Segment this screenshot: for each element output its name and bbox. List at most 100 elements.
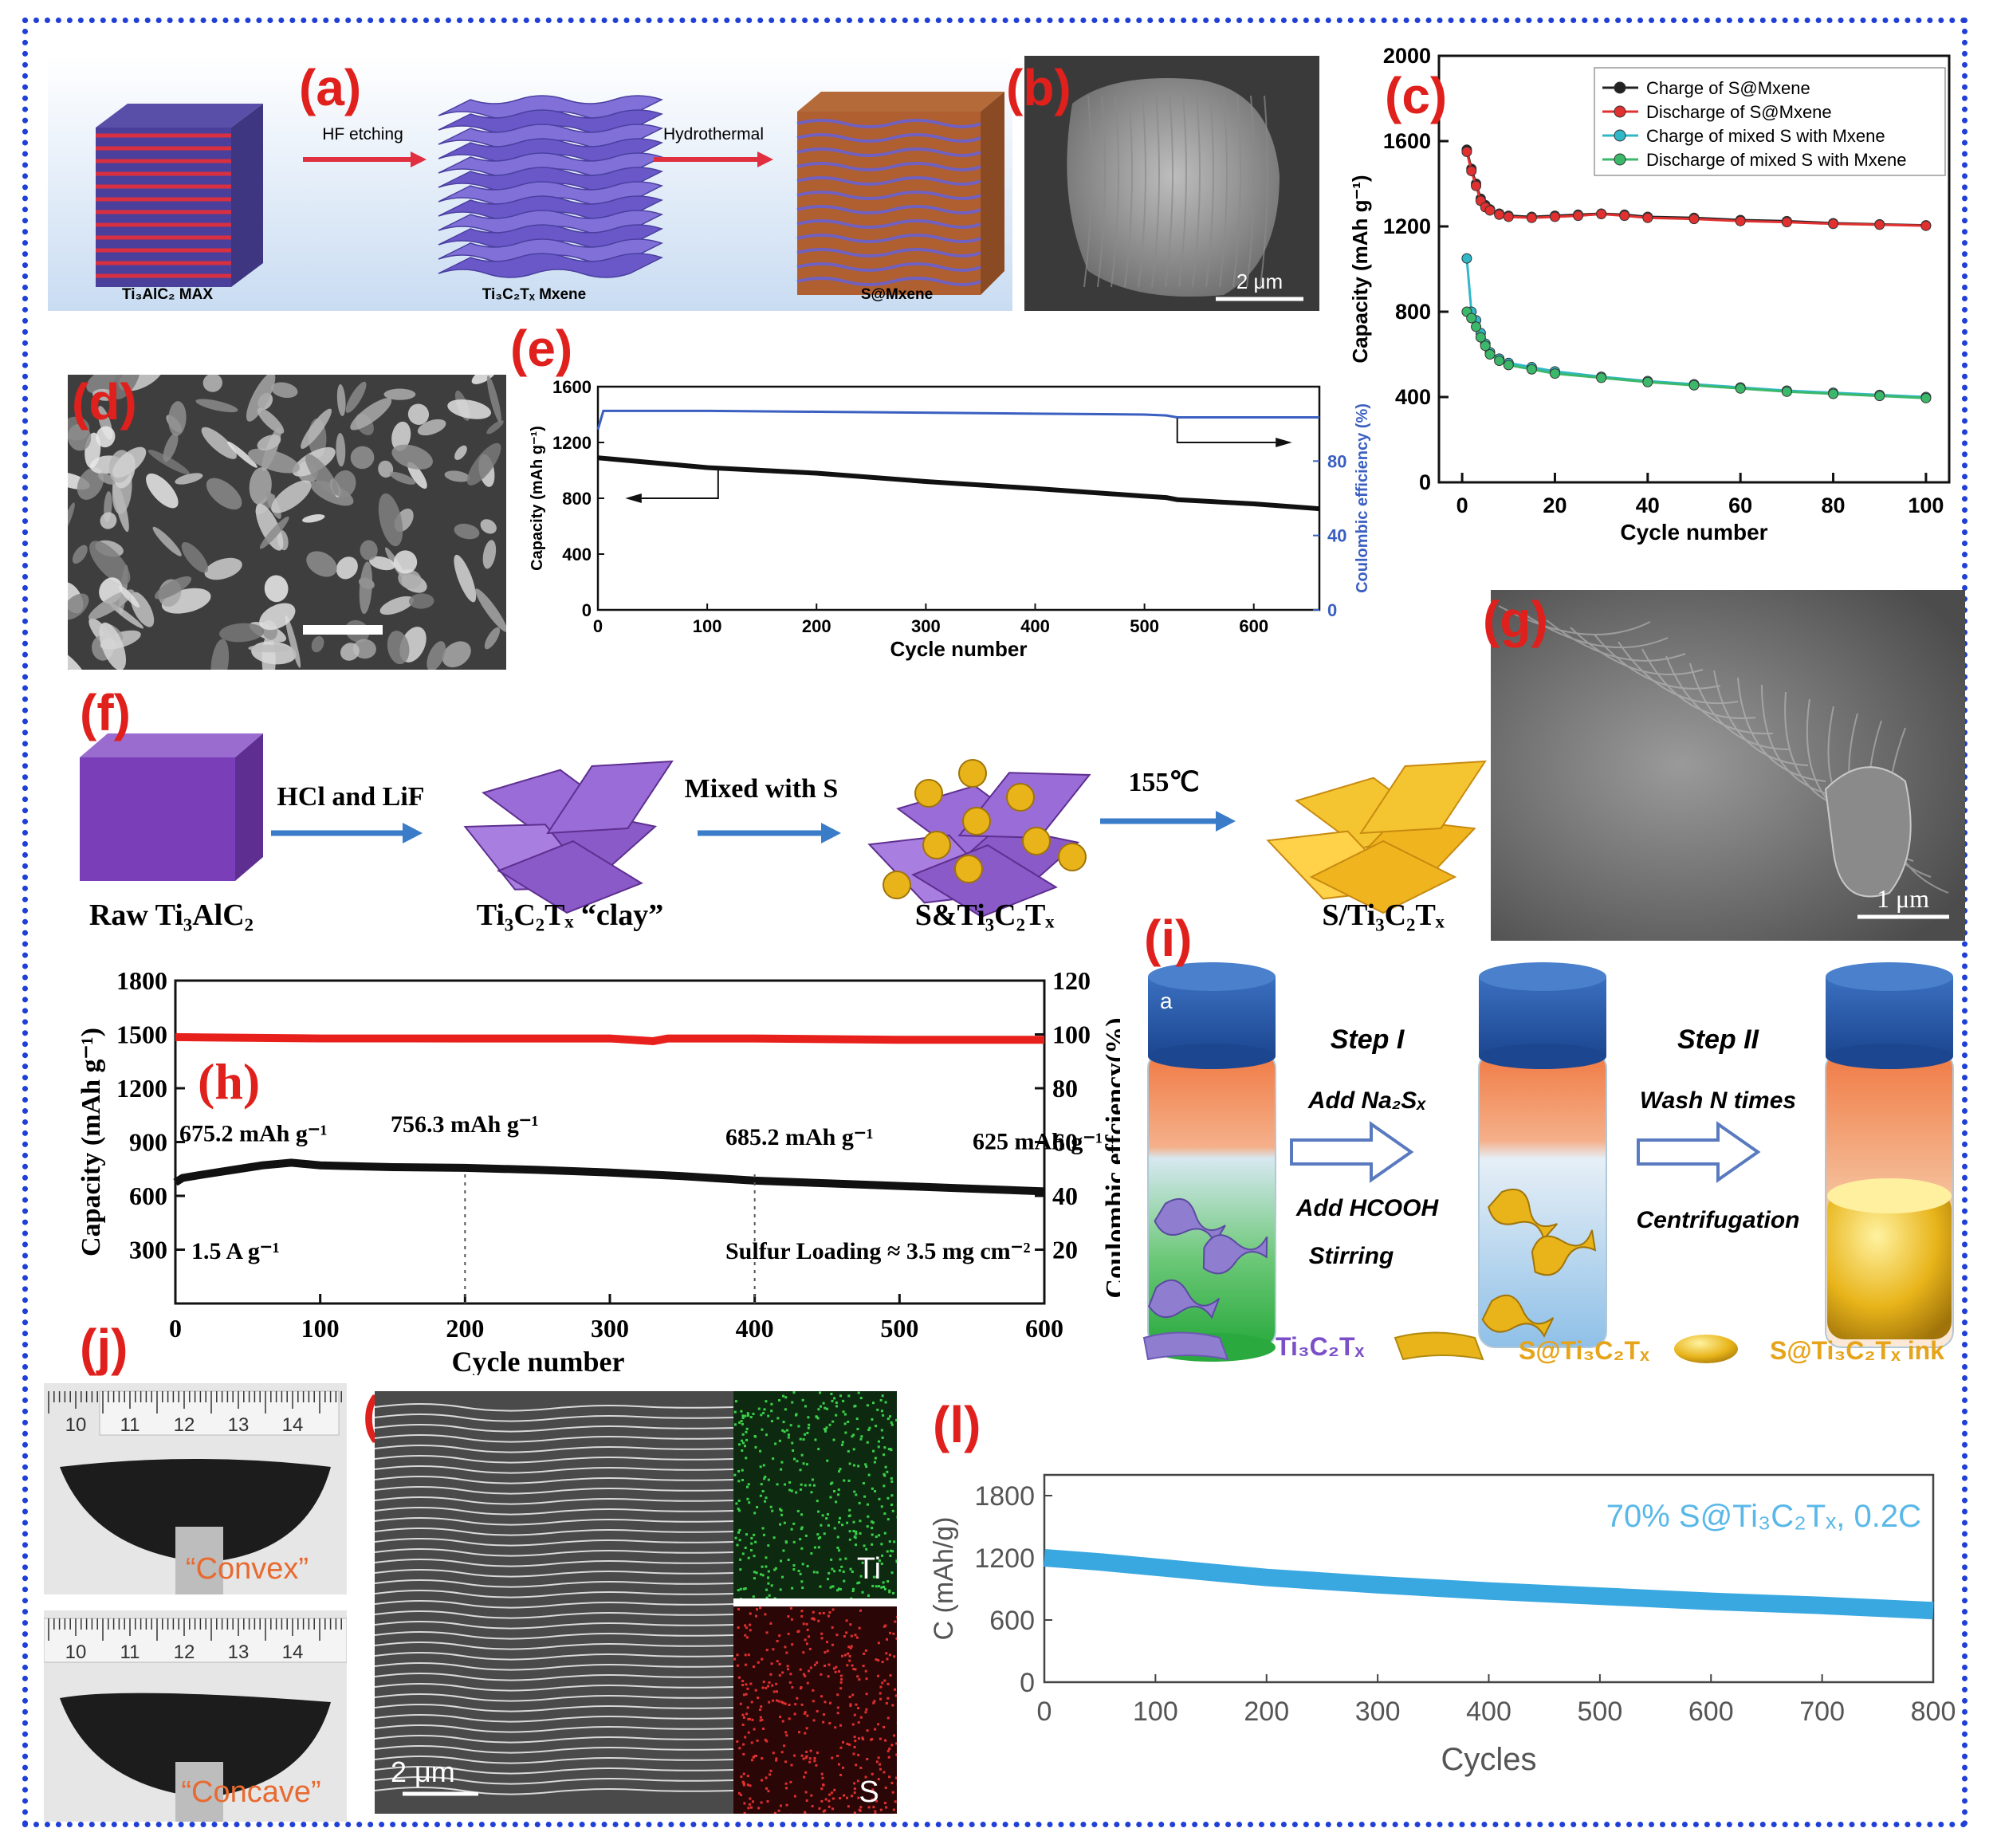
- sulfur-particle: [962, 807, 991, 836]
- eds-s-dot: [749, 1623, 752, 1626]
- eds-s-dot: [759, 1716, 762, 1719]
- eds-ti-dot: [778, 1398, 781, 1402]
- eds-s-dot: [822, 1783, 825, 1787]
- y-axis-label-c: Capacity (mAh g⁻¹): [1348, 175, 1372, 363]
- eds-ti-dot: [737, 1480, 741, 1483]
- legend-text-1: Ti₃C₂Tₓ: [1276, 1332, 1365, 1361]
- eds-s-dot: [831, 1608, 835, 1611]
- eds-s-dot: [883, 1679, 886, 1682]
- eds-s-dot: [744, 1663, 747, 1666]
- data-point-c: [1920, 220, 1932, 231]
- eds-ti-dot: [838, 1569, 841, 1572]
- eds-ti-map: Ti: [733, 1391, 897, 1598]
- sem-b-stripe: [1124, 95, 1133, 288]
- eds-ti-dot: [817, 1448, 820, 1451]
- eds-ti-dot: [886, 1470, 889, 1473]
- eds-s-dot: [769, 1769, 772, 1772]
- eds-ti-dot: [799, 1572, 802, 1575]
- eds-s-dot: [772, 1699, 775, 1702]
- scheme-i-drawing: a Step I Add Na₂Sₓ Add HCOOH: [1142, 962, 1954, 1365]
- eds-ti-dot: [817, 1510, 820, 1513]
- eds-s-dot: [772, 1690, 776, 1693]
- eds-ti-dot: [875, 1535, 878, 1539]
- legend-text-2: S@Ti₃C₂Tₓ: [1519, 1336, 1649, 1365]
- eds-s-dot: [772, 1648, 775, 1651]
- eds-s-dot: [895, 1776, 897, 1779]
- eds-s-dot: [773, 1811, 776, 1814]
- vial2-flake: [1481, 1294, 1555, 1338]
- eds-ti-dot: [895, 1559, 897, 1563]
- eds-s-dot: [867, 1806, 871, 1809]
- data-point-c: [1466, 313, 1477, 324]
- panel-a-drawing: HF etching Hydrothermal Ti₃AlC₂ MAX Ti₃C…: [96, 92, 1004, 303]
- eds-s-dot: [736, 1740, 739, 1743]
- sem-d-flake: [219, 623, 265, 643]
- eds-s-dot: [843, 1653, 847, 1657]
- y-axis-label-l: C (mAh/g): [929, 1517, 959, 1641]
- eds-s-dot: [785, 1787, 788, 1790]
- eds-ti-dot: [881, 1394, 884, 1398]
- eds-ti-dot: [787, 1433, 790, 1437]
- eds-s-dot: [839, 1687, 843, 1690]
- eds-ti-dot: [883, 1453, 886, 1457]
- series-line-l: [1044, 1549, 1934, 1620]
- eds-ti-dot: [861, 1561, 864, 1564]
- panel-f-scheme: HCl and LiF Mixed with S 155℃ Raw Ti₃AlC…: [68, 686, 1503, 957]
- eds-ti-dot: [801, 1563, 804, 1566]
- eds-s-dot: [831, 1626, 834, 1629]
- sem-d-flake: [68, 648, 85, 670]
- eds-s-dot: [796, 1630, 800, 1634]
- eds-ti-dot: [830, 1393, 833, 1396]
- sem-b-stripe: [1151, 95, 1160, 288]
- label-s-and: S&Ti₃C₂Tₓ: [915, 898, 1055, 932]
- arrow-f-3: [1100, 811, 1236, 832]
- eds-s-dot: [788, 1703, 791, 1706]
- sem-k-layer: [375, 1559, 733, 1567]
- eds-ti-dot: [774, 1442, 777, 1445]
- eds-ti-dot: [746, 1412, 749, 1415]
- eds-s-dot: [848, 1695, 851, 1698]
- label-d: (d): [72, 373, 137, 431]
- eds-s-dot: [765, 1686, 768, 1689]
- eds-s-dot: [749, 1797, 752, 1800]
- eds-ti-dot: [808, 1423, 811, 1426]
- vial2-flake: [1531, 1229, 1597, 1276]
- eds-ti-dot: [857, 1391, 860, 1394]
- eds-ti-dot: [753, 1571, 756, 1574]
- eds-s-dot: [799, 1687, 802, 1690]
- label-i: (i): [1144, 910, 1193, 967]
- eds-ti-dot: [847, 1515, 851, 1518]
- s-mxene-block: [796, 92, 1004, 295]
- series-line-e: [596, 409, 1319, 431]
- y-tick-label-h: 1200: [116, 1074, 167, 1103]
- eds-s-dot: [849, 1646, 852, 1649]
- eds-ti-dot: [784, 1396, 788, 1399]
- eds-ti-dot: [831, 1567, 834, 1571]
- eds-s-dot: [847, 1646, 851, 1649]
- eds-s-dot: [783, 1744, 786, 1748]
- eds-ti-dot: [741, 1422, 744, 1425]
- eds-s-dot: [804, 1756, 808, 1760]
- eds-ti-dot: [853, 1490, 856, 1493]
- eds-s-dot: [748, 1803, 751, 1806]
- eds-ti-dot: [762, 1533, 765, 1536]
- sem-d-flake: [210, 639, 230, 670]
- eds-ti-dot: [780, 1559, 783, 1563]
- step-temp-label: 155℃: [1128, 768, 1199, 797]
- sem-k-layer: [375, 1579, 733, 1588]
- eds-s-dot: [864, 1669, 867, 1673]
- eds-ti-dot: [858, 1501, 861, 1504]
- eds-s-dot: [806, 1714, 809, 1717]
- sem-d-flake: [305, 454, 339, 496]
- eds-ti-dot: [861, 1590, 864, 1594]
- eds-s-dot: [745, 1683, 748, 1686]
- sem-d-flake: [350, 398, 392, 431]
- data-point-c: [1471, 321, 1482, 332]
- eds-ti-dot: [787, 1436, 790, 1439]
- sem-d-flake: [264, 575, 289, 603]
- eds-ti-dot: [887, 1448, 890, 1451]
- eds-ti-dot: [884, 1465, 887, 1469]
- sem-d-flake: [72, 545, 88, 564]
- sem-k-layer: [375, 1766, 733, 1775]
